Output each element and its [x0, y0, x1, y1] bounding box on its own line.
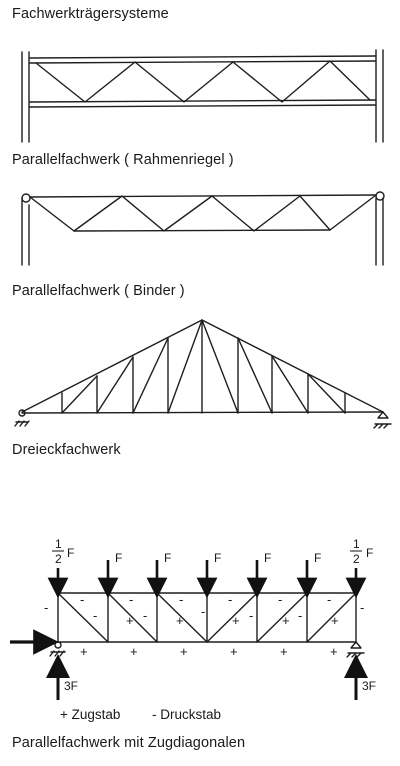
- sign-top-3: -: [179, 592, 183, 607]
- left-support-ground: [14, 420, 30, 427]
- sign-bottom-5: +: [280, 644, 288, 659]
- reaction-label-right: 3F: [362, 679, 376, 693]
- sign-top-1: -: [80, 592, 84, 607]
- load-label-f1: F: [115, 551, 122, 565]
- diagonals: [35, 60, 371, 103]
- sign-bottom-1: +: [80, 644, 88, 659]
- load-label-f3: F: [214, 551, 221, 565]
- sign-top-5: -: [278, 592, 282, 607]
- sign-bottom-3: +: [180, 644, 188, 659]
- sign-top-4: -: [228, 592, 232, 607]
- sign-diag-4: +: [232, 613, 240, 628]
- legend-tension-member: + Zugstab: [60, 707, 121, 722]
- sign-vert-2: -: [93, 608, 97, 623]
- left-support: [18, 409, 26, 417]
- half-load-den-right: 2: [353, 552, 360, 566]
- left-support: [54, 641, 62, 649]
- half-load-num-left: 1: [55, 537, 62, 551]
- sign-top-6: -: [327, 592, 331, 607]
- sign-bottom-6: +: [330, 644, 338, 659]
- right-support: [346, 641, 365, 658]
- right-hinge: [375, 191, 385, 201]
- top-chord: [29, 55, 377, 64]
- half-load-f-right: F: [366, 546, 373, 560]
- tension-diagonals: [57, 592, 357, 643]
- verticals: [61, 319, 346, 414]
- caption-triangle-truss: Dreieckfachwerk: [12, 442, 121, 458]
- bottom-chord: [29, 99, 377, 108]
- verticals: [57, 592, 357, 643]
- reaction-label-left: 3F: [64, 679, 78, 693]
- sign-bottom-2: +: [130, 644, 138, 659]
- sign-vert-6: -: [298, 608, 302, 623]
- sign-diag-6: +: [331, 613, 339, 628]
- bottom-chord: [73, 229, 331, 232]
- triangle-truss-diagram: [14, 319, 392, 429]
- left-hinge: [21, 193, 31, 203]
- sign-diag-5: +: [282, 613, 290, 628]
- right-column: [375, 49, 384, 143]
- half-load-den-left: 2: [55, 552, 62, 566]
- binder-truss-diagram: [21, 191, 385, 266]
- sign-vert-left: -: [44, 600, 48, 615]
- diagonals: [29, 194, 377, 232]
- top-chord: [29, 194, 377, 198]
- half-load-num-right: 1: [353, 537, 360, 551]
- caption-binder-truss: Parallelfachwerk ( Binder ): [12, 283, 185, 299]
- left-column: [21, 197, 30, 266]
- right-column: [375, 197, 384, 266]
- caption-frame-truss: Parallelfachwerk ( Rahmenriegel ): [12, 152, 234, 168]
- sign-vert-4: -: [201, 604, 205, 619]
- right-support: [373, 411, 392, 429]
- load-label-f5: F: [314, 551, 321, 565]
- frame-truss-diagram: [21, 49, 384, 143]
- load-label-f2: F: [164, 551, 171, 565]
- left-column: [21, 51, 30, 143]
- half-load-f-left: F: [67, 546, 74, 560]
- caption-tension-truss: Parallelfachwerk mit Zugdiagonalen: [12, 735, 246, 751]
- sign-vert-3: -: [143, 608, 147, 623]
- sign-top-2: -: [129, 592, 133, 607]
- load-label-f4: F: [264, 551, 271, 565]
- sign-bottom-4: +: [230, 644, 238, 659]
- sign-diag-3: +: [176, 613, 184, 628]
- figure-title: Fachwerkträgersysteme: [12, 6, 169, 22]
- legend-compression-member: - Druckstab: [152, 707, 222, 722]
- left-support-ground: [49, 650, 66, 657]
- diagonals: [61, 319, 346, 414]
- sign-diag-2: +: [126, 613, 134, 628]
- sign-vert-right: -: [360, 600, 364, 615]
- tension-truss-diagram: 1 2 F F F F F F 1 2 F 3F 3F - - - - - - …: [10, 537, 376, 700]
- sign-vert-5: -: [249, 608, 253, 623]
